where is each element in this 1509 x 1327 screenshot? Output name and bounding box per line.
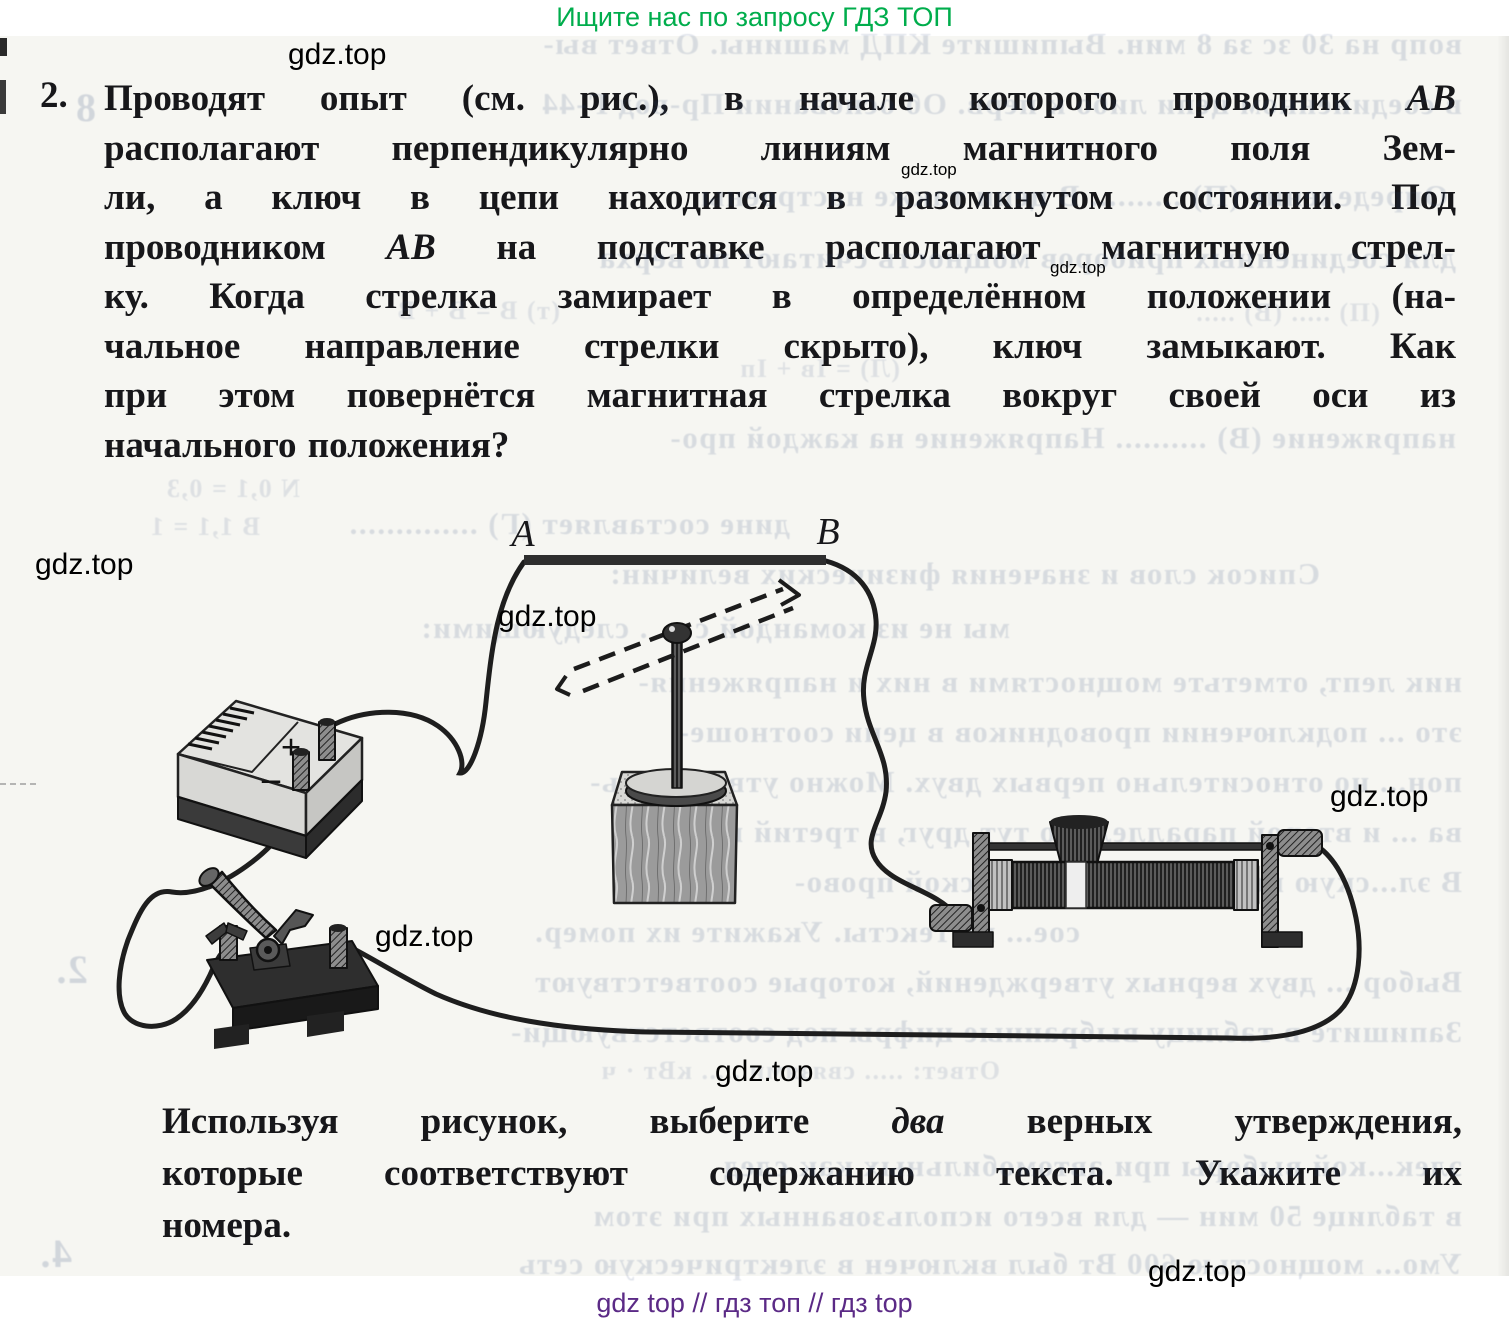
switch-blade: [208, 870, 278, 940]
problem-text: Проводят опыт (см. рис.), в начале котор…: [104, 74, 1456, 470]
battery: + –: [176, 699, 364, 859]
wing-nut-left-2: [225, 922, 248, 941]
knife-switch: [198, 867, 379, 1049]
stand-rod: [671, 639, 683, 789]
watermark-gdz: gdz.top: [288, 38, 387, 71]
rheostat-bolt-right: [1266, 842, 1274, 850]
conductor-ab: A B: [508, 511, 840, 565]
rheostat-slider-contact: [1065, 861, 1087, 909]
rheostat-plate-right: [1261, 834, 1279, 948]
question-line: Используя рисунок, выберите два верных у…: [162, 1096, 1462, 1148]
line-em: АВ: [1406, 78, 1456, 119]
rheostat-terminal-left: [929, 904, 973, 932]
switch-terminal-right: [329, 927, 348, 969]
line-text: ли, а ключ в цепи находится в разомкнуто…: [104, 177, 1456, 218]
watermark-gdz: gdz.top: [715, 1055, 814, 1088]
line-text: Проводят опыт (см. рис.), в начале котор…: [104, 78, 1407, 119]
paper-background: [0, 36, 1509, 1276]
needle-arrowhead: [777, 578, 801, 607]
battery-plus-terminal-top: [319, 718, 335, 726]
needle-pivot: [662, 622, 692, 644]
line-text: которые соответствуют содержанию текста.…: [162, 1153, 1462, 1194]
watermark-gdz: gdz.top: [1148, 1255, 1247, 1288]
problem-line: располагают перпендикулярно линиям магни…: [104, 124, 1456, 174]
rheostat-bolt-left: [977, 904, 985, 912]
wire-switch-to-rheostat: [345, 845, 1362, 1041]
switch-foot-left: [214, 1024, 249, 1049]
question-line: номера.: [162, 1200, 1462, 1252]
problem-number: 2.: [40, 75, 68, 116]
line-text: располагают перпендикулярно линиям магни…: [104, 127, 1456, 169]
watermark-gdz: gdz.top: [498, 600, 597, 633]
problem-line: проводником АВ на подставке располагают …: [104, 223, 1456, 273]
compass-stand: [555, 578, 801, 905]
battery-step-edge: [177, 721, 299, 773]
rheostat-cylinder: [986, 860, 1260, 910]
battery-base-side: [305, 779, 363, 859]
line-text: номера.: [162, 1205, 292, 1246]
rheostat-foot-right: [1261, 931, 1303, 948]
problem-line: при этом повернётся магнитная стрелка во…: [104, 371, 1456, 421]
needle-tail-tip: [555, 674, 571, 697]
line-text: начального положения?: [104, 424, 510, 466]
problem-line: ку. Когда стрелка замирает в определённо…: [104, 272, 1456, 322]
switch-pivot-center: [264, 946, 272, 954]
watermark-gdz: gdz.top: [35, 548, 134, 581]
promo-banner: Ищите нас по запросу ГДЗ ТОП: [556, 2, 953, 32]
line-text: на подставке располагают магнитную стрел…: [435, 226, 1456, 268]
line-text: при этом повернётся магнитная стрелка во…: [104, 375, 1456, 416]
rheostat-plate-left: [972, 832, 990, 946]
switch-foot-right: [307, 1011, 344, 1037]
problem-line: Проводят опыт (см. рис.), в начале котор…: [104, 74, 1456, 124]
battery-minus-terminal-top: [293, 748, 309, 756]
watermark-gdz: gdz.top: [1330, 780, 1429, 813]
line-em: два: [891, 1101, 945, 1142]
rheostat-terminal-right: [1277, 829, 1323, 857]
line-text: верных утверждения,: [944, 1101, 1463, 1142]
watermark-gdz: gdz.top: [901, 160, 957, 179]
rheostat: [929, 815, 1323, 948]
plus-label: +: [281, 727, 302, 767]
line-text: проводником: [104, 226, 387, 268]
footer-promo: gdz top // гдз топ // гдз top: [596, 1288, 913, 1318]
problem-line: ли, а ключ в цепи находится в разомкнуто…: [104, 173, 1456, 223]
switch-blade-handle: [198, 867, 220, 887]
page-edge-shadow: [1497, 36, 1509, 1276]
line-text: Используя рисунок, выберите: [162, 1101, 892, 1142]
battery-plus-terminal: [318, 721, 336, 761]
rheostat-slider-knob-top: [1050, 815, 1108, 829]
needle-pivot-highlight: [669, 626, 675, 632]
circuit-wires: [116, 558, 1362, 1041]
question-text: Используя рисунок, выберите два верных у…: [162, 1096, 1462, 1252]
battery-vent-slats: [187, 706, 255, 751]
wire-battery-to-switch: [116, 787, 304, 1029]
problem-line: чальное направление стрелки скрыто), клю…: [104, 322, 1456, 372]
rheostat-guide-rod: [984, 842, 1278, 851]
label-b: B: [816, 511, 839, 553]
line-text: ку. Когда стрелка замирает в определённо…: [104, 276, 1456, 317]
rheostat-foot-left: [952, 931, 994, 948]
question-line: которые соответствуют содержанию текста.…: [162, 1148, 1462, 1200]
label-a: A: [508, 513, 535, 555]
scan-edge-artifact: [0, 783, 36, 785]
wire-battery-to-a: [332, 559, 527, 776]
switch-base-front: [232, 985, 379, 1032]
scan-edge-artifact: [0, 38, 7, 56]
rheostat-end-ring-right: [1233, 859, 1259, 911]
minus-label: –: [261, 758, 281, 798]
rheostat-end-ring-left: [987, 859, 1013, 911]
line-em: АВ: [386, 226, 436, 268]
line-text: чальное направление стрелки скрыто), клю…: [104, 325, 1456, 367]
wire-b-to-rheostat: [823, 558, 956, 916]
watermark-gdz: gdz.top: [375, 920, 474, 953]
switch-terminal-right-top: [329, 924, 347, 932]
watermark-gdz: gdz.top: [1050, 258, 1106, 277]
wood-block-front: [610, 803, 739, 905]
switch-contact-arm: [273, 909, 314, 945]
problem-line: начального положения?: [104, 421, 1456, 471]
scan-edge-artifact: [0, 80, 6, 114]
